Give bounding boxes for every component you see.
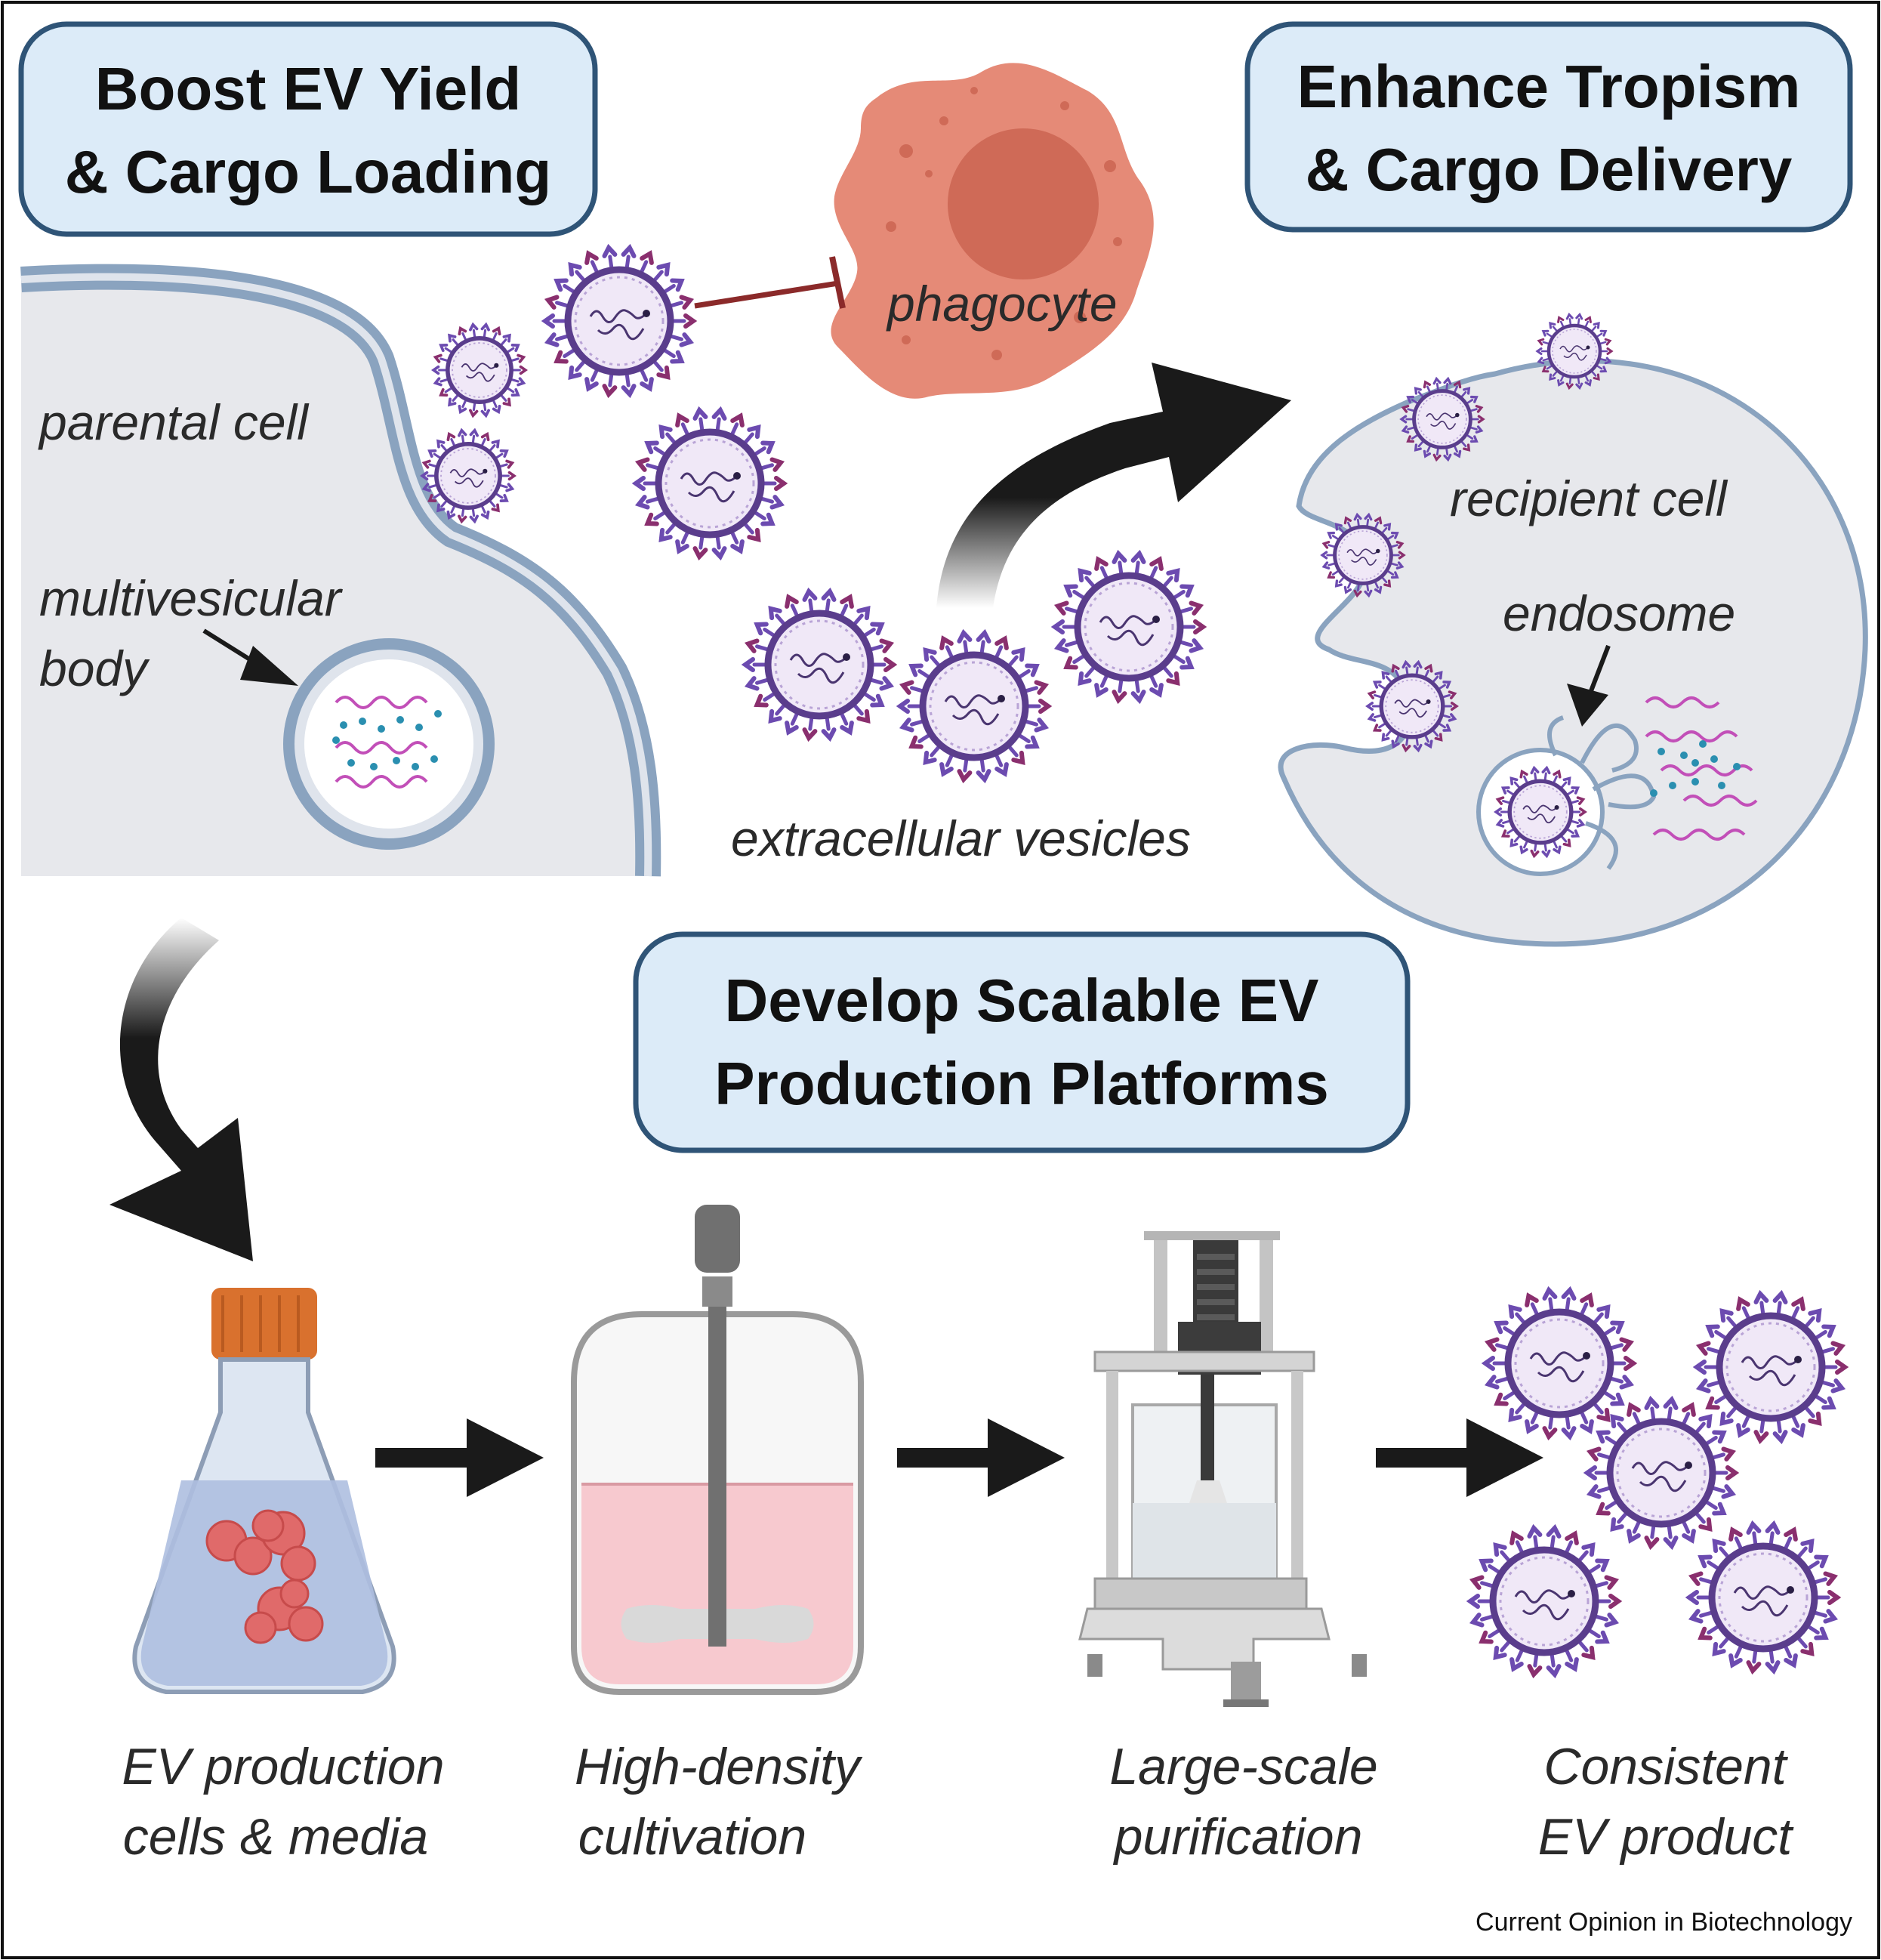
journal-credit: Current Opinion in Biotechnology [1476, 1908, 1852, 1937]
extracellular-vesicle-icon [636, 410, 784, 557]
step-1-line1: EV production [122, 1738, 444, 1795]
extracellular-vesicle-icon [745, 591, 893, 738]
endosome-label: endosome [1503, 585, 1735, 641]
delivery-arrow [936, 363, 1291, 608]
bioreactor-icon [571, 1205, 864, 1695]
mvb-pointer-arrow [202, 628, 298, 686]
multivesicular-label-line1: multivesicular [39, 570, 344, 626]
extracellular-vesicle-icon [1470, 1528, 1618, 1674]
extracellular-vesicle-icon [1689, 1524, 1837, 1671]
multivesicular-body [283, 638, 495, 850]
culture-flask-icon [132, 1288, 396, 1694]
extracellular-vesicle-icon [433, 325, 526, 415]
endosome-pointer-arrow [1567, 644, 1611, 727]
ev-product-icon [1470, 1290, 1845, 1674]
step-3-line2: purification [1113, 1808, 1363, 1866]
step-4-line2: EV product [1538, 1808, 1795, 1866]
title-scalable-line2: Production Platforms [714, 1050, 1328, 1117]
inhibition-line [694, 256, 846, 309]
step-caption-2: High-density cultivation [575, 1738, 863, 1866]
ev-cluster-top [422, 248, 784, 557]
recipient-cell-label: recipient cell [1450, 471, 1728, 526]
released-cargo [1645, 696, 1758, 841]
purification-system-icon [1078, 1231, 1367, 1707]
title-yield-line2: & Cargo Loading [65, 138, 551, 205]
extracellular-vesicle-icon [545, 248, 693, 394]
title-tropism-line2: & Cargo Delivery [1306, 136, 1793, 203]
production-arrow [109, 918, 253, 1261]
extracellular-vesicle-icon [900, 633, 1048, 779]
title-box-scalable: Develop Scalable EV Production Platforms [633, 931, 1411, 1153]
title-scalable-line1: Develop Scalable EV [724, 967, 1318, 1034]
step-1-line2: cells & media [123, 1808, 428, 1866]
multivesicular-label-line2: body [39, 640, 150, 696]
extracellular-vesicle-icon [1697, 1294, 1845, 1440]
pipeline-arrow-2 [897, 1418, 1065, 1497]
phagocyte-label: phagocyte [886, 276, 1118, 332]
title-box-tropism: Enhance Tropism & Cargo Delivery [1244, 21, 1853, 233]
step-2-line1: High-density [575, 1738, 863, 1795]
phagocyte [831, 63, 1154, 399]
extracellular-vesicle-icon [1055, 554, 1203, 700]
recipient-cell [1278, 358, 1868, 947]
pipeline-arrow-1 [375, 1418, 544, 1497]
title-tropism-line1: Enhance Tropism [1297, 53, 1801, 120]
step-caption-3: Large-scale purification [1109, 1738, 1377, 1866]
step-caption-1: EV production cells & media [122, 1738, 444, 1866]
extracellular-vesicles-label: extracellular vesicles [731, 810, 1191, 866]
title-box-yield: Boost EV Yield & Cargo Loading [18, 21, 598, 237]
parental-cell [20, 264, 661, 877]
step-2-line2: cultivation [578, 1808, 806, 1866]
pipeline-arrow-3 [1376, 1418, 1543, 1497]
step-3-line1: Large-scale [1109, 1738, 1377, 1795]
step-4-line1: Consistent [1543, 1738, 1788, 1795]
title-yield-line1: Boost EV Yield [95, 55, 522, 122]
step-caption-4: Consistent EV product [1538, 1738, 1795, 1866]
parental-cell-label: parental cell [38, 394, 310, 450]
